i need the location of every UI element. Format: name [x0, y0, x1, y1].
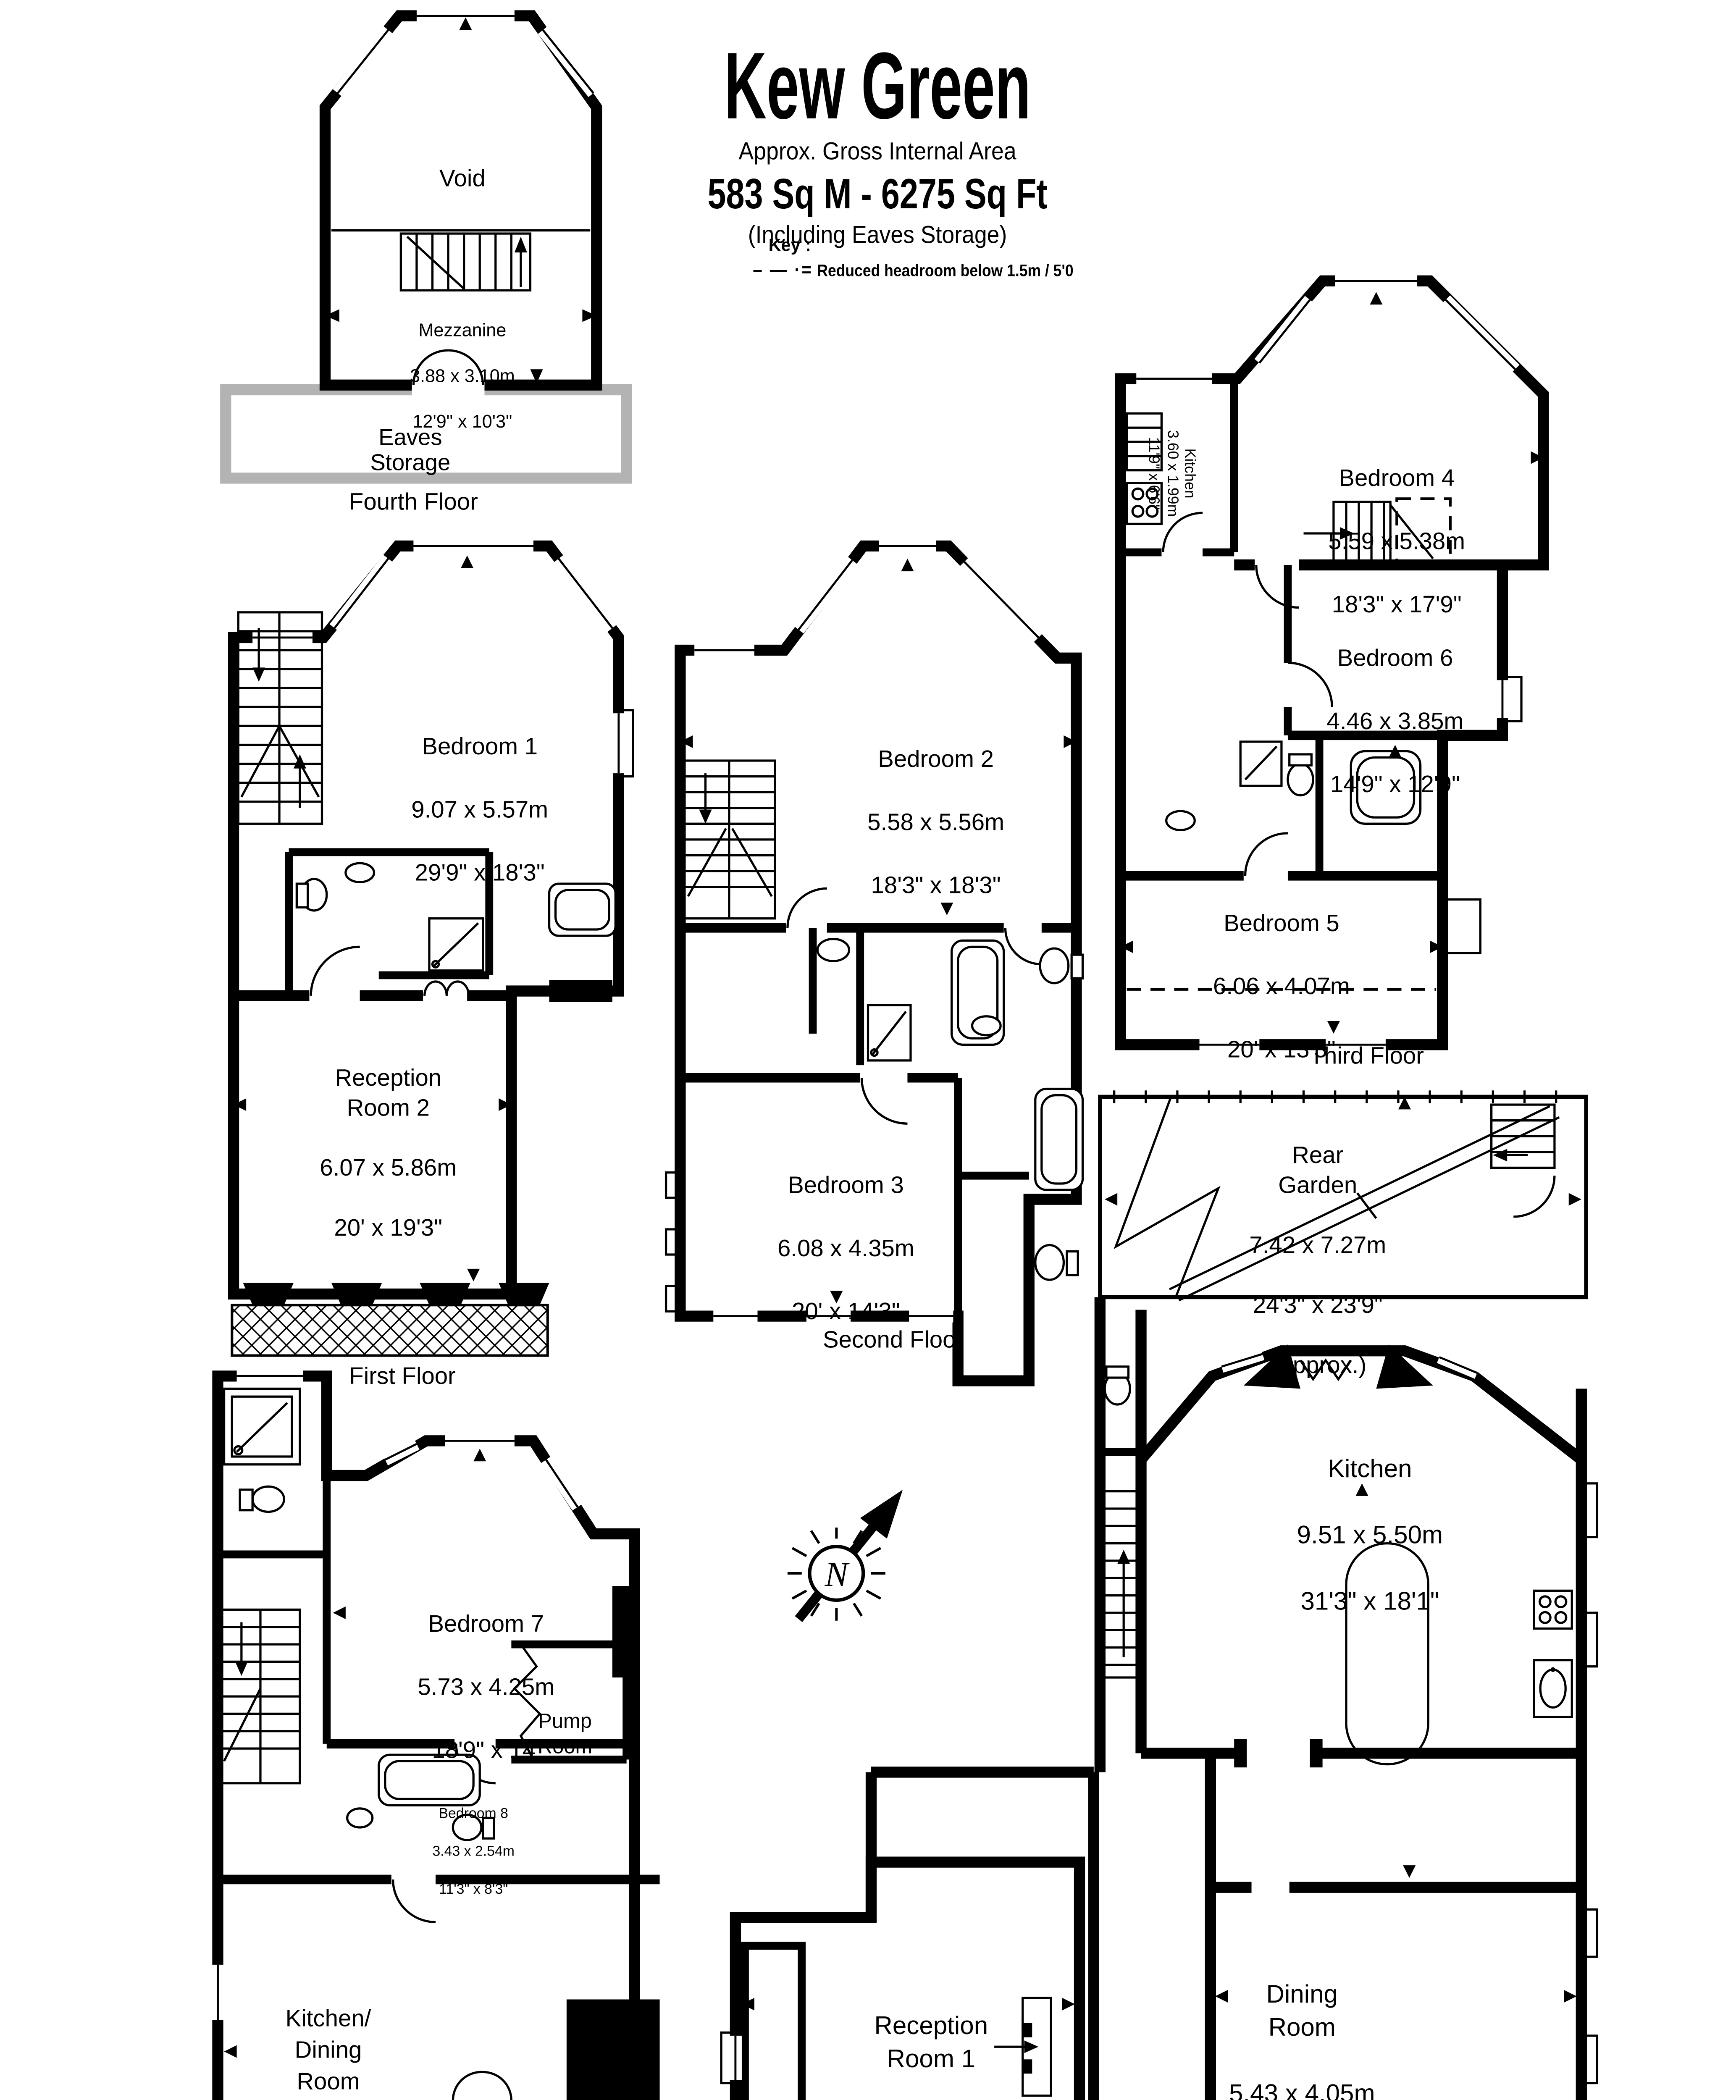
room-label-kitchen-ground: Kitchen 9.51 x 5.50m 31'3" x 18'1": [1297, 1456, 1443, 1616]
ensuite-bathroom: [285, 848, 617, 996]
lower-ground-floor-plan: [211, 1370, 660, 2100]
compass-letter: N: [825, 1555, 850, 1593]
dining-room: [1205, 1753, 1599, 2100]
room-label-reception-2: Reception Room 2 6.07 x 5.86m 20' x 19'3…: [320, 1065, 457, 1242]
floor-label-first: First Floor: [349, 1363, 456, 1391]
floor-label-third: Third Floor: [1309, 1043, 1424, 1070]
bath: [951, 939, 1005, 1046]
balcony: [231, 1304, 549, 1357]
gross-area: 583 Sq M - 6275 Sq Ft: [707, 170, 1048, 218]
room-label-dining-room: Dining Room 5.43 x 4.05m 17'9" x 13'3": [1229, 1982, 1375, 2100]
stairs: [220, 1608, 301, 1785]
bath: [548, 882, 617, 937]
reduced-headroom-symbol: – — ·=: [753, 259, 813, 281]
bathroom: [346, 1754, 495, 1841]
room-label-kitchen-dining: Kitchen/ Dining Room 6.78 x 5.71m 22'3" …: [285, 2006, 371, 2096]
room-label-bedroom-4: Bedroom 4 5.59 x 5.38m 18'3" x 17'9": [1328, 465, 1465, 619]
key-line: – — ·= Reduced headroom below 1.5m / 5'0: [753, 259, 1073, 281]
room-label-bedroom-7: Bedroom 7 5.73 x 4.25m 18'9" x 14': [418, 1611, 555, 1764]
stairs: [399, 232, 532, 291]
stairs: [1303, 497, 1452, 567]
floor-label-fourth: Fourth Floor: [349, 489, 478, 516]
reduced-headroom-text: Reduced headroom below 1.5m / 5'0: [817, 262, 1074, 281]
room-label-pump-room: Pump Room: [537, 1708, 593, 1758]
fourth-floor-plan: [220, 9, 632, 484]
kitchen-island: [1345, 1542, 1429, 1766]
room-label-mezzanine: Mezzanine 3.88 x 3.10m 12'9" x 10'3": [410, 321, 515, 432]
room-label-reception-1: Reception Room 1 6.87 x 5.70m 22'6" x 18…: [874, 2013, 988, 2074]
second-floor-plan: [664, 539, 1084, 1386]
bath: [1350, 750, 1422, 825]
third-floor-plan: [1115, 274, 1549, 1051]
including-note: (Including Eaves Storage): [748, 222, 1007, 249]
shower-room: [218, 1387, 327, 1559]
kitchen-units: [1126, 412, 1163, 525]
first-floor-plan: [228, 539, 634, 1357]
compass-north-icon: N: [787, 1489, 903, 1622]
stairs: [682, 759, 776, 920]
room-label-bedroom-6: Bedroom 6 4.46 x 3.85m 14'9" x 12'9": [1326, 645, 1464, 799]
property-title: Kew Green: [724, 33, 1031, 139]
room-label-bedroom-5: Bedroom 5 6.06 x 4.07m 20' x 13'3": [1213, 910, 1350, 1064]
key-label: Key :: [768, 236, 811, 256]
floor-label-second: Second Floor: [823, 1327, 964, 1354]
room-label-void: Void: [439, 165, 486, 192]
ground-floor-plan: [720, 1090, 1599, 2100]
room-label-rear-garden: Rear Garden 7.42 x 7.27m 24'3" x 23'9" (…: [1249, 1142, 1387, 1379]
reception-room-1: [720, 1856, 1085, 2100]
room-label-bedroom-1: Bedroom 1 9.07 x 5.57m 29'9" x 18'3": [411, 734, 549, 887]
room-label-eaves-storage: Eaves Storage: [370, 426, 451, 477]
room-label-kitchen-third: Kitchen 3.60 x 1.99m 11'9" x 6'6": [1144, 430, 1198, 517]
stairs: [237, 611, 323, 825]
rear-garden: [1098, 1090, 1588, 1302]
title-subtitle: Approx. Gross Internal Area: [738, 139, 1016, 166]
room-label-bedroom-2: Bedroom 2 5.58 x 5.56m 18'3" x 18'3": [867, 746, 1004, 900]
room-label-bedroom-3: Bedroom 3 6.08 x 4.35m 20' x 14'3": [777, 1172, 914, 1326]
room-label-bedroom-8: Bedroom 8 3.43 x 2.54m 11'3" x 8'3": [432, 1805, 515, 1897]
pump-room: [511, 1640, 631, 1764]
gf-kitchen: [1135, 1310, 1599, 2100]
bath: [1034, 1087, 1084, 1191]
